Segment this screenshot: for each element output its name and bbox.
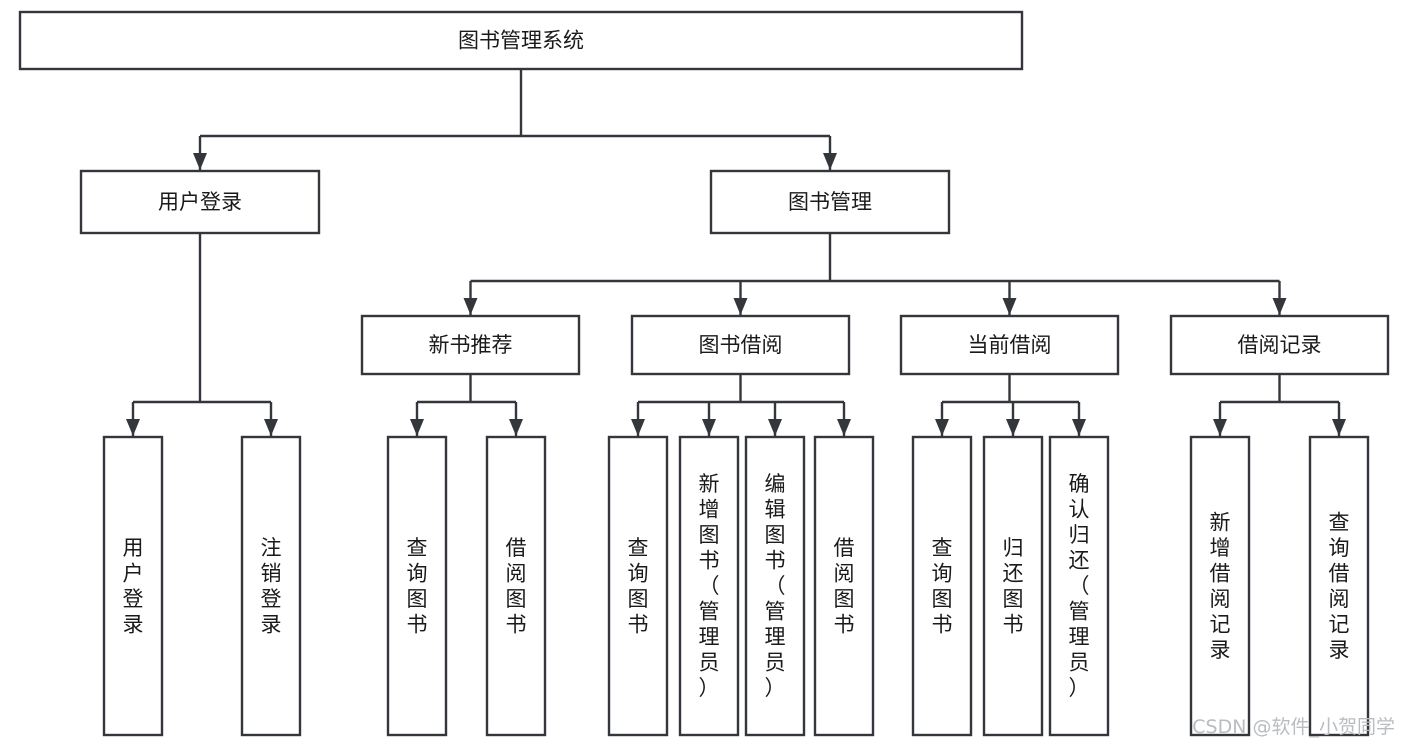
arrow-head-icon <box>264 419 278 436</box>
arrow-head-icon <box>1213 419 1227 436</box>
node-label: 确认归还（管理员） <box>1069 472 1090 700</box>
node-layer: 图书管理系统用户登录图书管理新书推荐图书借阅当前借阅借阅记录用户登录注销登录查询… <box>18 10 1390 737</box>
node-label: 查询借阅记录 <box>1329 510 1350 662</box>
node-leaf-return-book[interactable]: 归还图书 <box>982 435 1044 737</box>
node-label: 归还图书 <box>1003 536 1024 637</box>
node-box[interactable] <box>102 435 164 737</box>
node-box[interactable] <box>79 169 321 235</box>
node-leaf-query-book-1[interactable]: 查询图书 <box>386 435 448 737</box>
node-label: 查询图书 <box>628 536 649 637</box>
node-label: 借阅图书 <box>506 536 527 637</box>
connector-layer <box>126 69 1346 436</box>
node-borrow-record[interactable]: 借阅记录 <box>1169 314 1390 376</box>
node-label: 图书管理 <box>788 190 872 214</box>
arrow-head-icon <box>1072 419 1086 436</box>
node-leaf-borrow-book-1[interactable]: 借阅图书 <box>485 435 547 737</box>
node-label: 图书借阅 <box>699 333 783 357</box>
arrow-head-icon <box>1006 419 1020 436</box>
arrow-head-icon <box>509 419 523 436</box>
arrow-head-icon <box>702 419 716 436</box>
connector-group <box>631 374 851 436</box>
node-box[interactable] <box>982 435 1044 737</box>
arrow-head-icon <box>631 419 645 436</box>
node-box[interactable] <box>899 314 1120 376</box>
node-box[interactable] <box>485 435 547 737</box>
arrow-head-icon <box>1272 298 1287 315</box>
node-label: 用户登录 <box>158 190 242 214</box>
arrow-head-icon <box>126 419 140 436</box>
node-label: 查询图书 <box>407 536 428 637</box>
node-leaf-user-login[interactable]: 用户登录 <box>102 435 164 737</box>
node-new-book-recommend[interactable]: 新书推荐 <box>360 314 581 376</box>
node-leaf-add-borrow-record[interactable]: 新增借阅记录 <box>1189 435 1251 737</box>
arrow-head-icon <box>935 419 949 436</box>
node-book-borrow[interactable]: 图书借阅 <box>630 314 851 376</box>
node-box[interactable] <box>744 435 806 737</box>
node-box[interactable] <box>1048 435 1110 737</box>
node-box[interactable] <box>709 169 951 235</box>
node-box[interactable] <box>1189 435 1251 737</box>
node-current-borrow[interactable]: 当前借阅 <box>899 314 1120 376</box>
node-label: 用户登录 <box>123 536 144 637</box>
node-label: 借阅记录 <box>1238 333 1322 357</box>
arrow-head-icon <box>823 153 837 170</box>
node-leaf-edit-book-admin[interactable]: 编辑图书（管理员） <box>744 435 806 737</box>
connector-group <box>935 374 1086 436</box>
arrow-head-icon <box>463 298 478 315</box>
node-box[interactable] <box>1169 314 1390 376</box>
node-box[interactable] <box>607 435 669 737</box>
connector-group <box>463 233 1287 315</box>
node-label: 新增借阅记录 <box>1210 510 1231 662</box>
connector-group <box>193 69 837 170</box>
node-label: 查询图书 <box>932 536 953 637</box>
arrow-head-icon <box>768 419 782 436</box>
node-leaf-borrow-book-2[interactable]: 借阅图书 <box>813 435 875 737</box>
node-leaf-add-book-admin[interactable]: 新增图书（管理员） <box>678 435 740 737</box>
node-user-login[interactable]: 用户登录 <box>79 169 321 235</box>
arrow-head-icon <box>1002 298 1017 315</box>
arrow-head-icon <box>1332 419 1346 436</box>
node-box[interactable] <box>1308 435 1370 737</box>
arrow-head-icon <box>733 298 748 315</box>
node-leaf-query-book-2[interactable]: 查询图书 <box>607 435 669 737</box>
node-leaf-query-book-3[interactable]: 查询图书 <box>911 435 973 737</box>
node-box[interactable] <box>630 314 851 376</box>
node-label: 注销登录 <box>261 536 282 637</box>
node-box[interactable] <box>813 435 875 737</box>
connector-group <box>126 233 278 436</box>
node-label: 编辑图书（管理员） <box>765 472 786 700</box>
node-book-manage[interactable]: 图书管理 <box>709 169 951 235</box>
node-label: 图书管理系统 <box>458 29 584 53</box>
arrow-head-icon <box>837 419 851 436</box>
arrow-head-icon <box>410 419 424 436</box>
connector-group <box>410 374 523 436</box>
node-label: 新书推荐 <box>429 333 513 357</box>
node-leaf-query-borrow-record[interactable]: 查询借阅记录 <box>1308 435 1370 737</box>
node-box[interactable] <box>18 10 1024 71</box>
node-box[interactable] <box>360 314 581 376</box>
connector-group <box>1213 374 1346 436</box>
arrow-head-icon <box>193 153 207 170</box>
node-leaf-user-logout[interactable]: 注销登录 <box>240 435 302 737</box>
node-box[interactable] <box>240 435 302 737</box>
node-box[interactable] <box>386 435 448 737</box>
node-leaf-confirm-return-admin[interactable]: 确认归还（管理员） <box>1048 435 1110 737</box>
node-label: 新增图书（管理员） <box>699 472 720 700</box>
node-box[interactable] <box>678 435 740 737</box>
node-label: 借阅图书 <box>834 536 855 637</box>
csdn-watermark: CSDN @软件_小贺同学 <box>1192 716 1395 738</box>
node-root[interactable]: 图书管理系统 <box>18 10 1024 71</box>
node-label: 当前借阅 <box>968 333 1052 357</box>
node-box[interactable] <box>911 435 973 737</box>
